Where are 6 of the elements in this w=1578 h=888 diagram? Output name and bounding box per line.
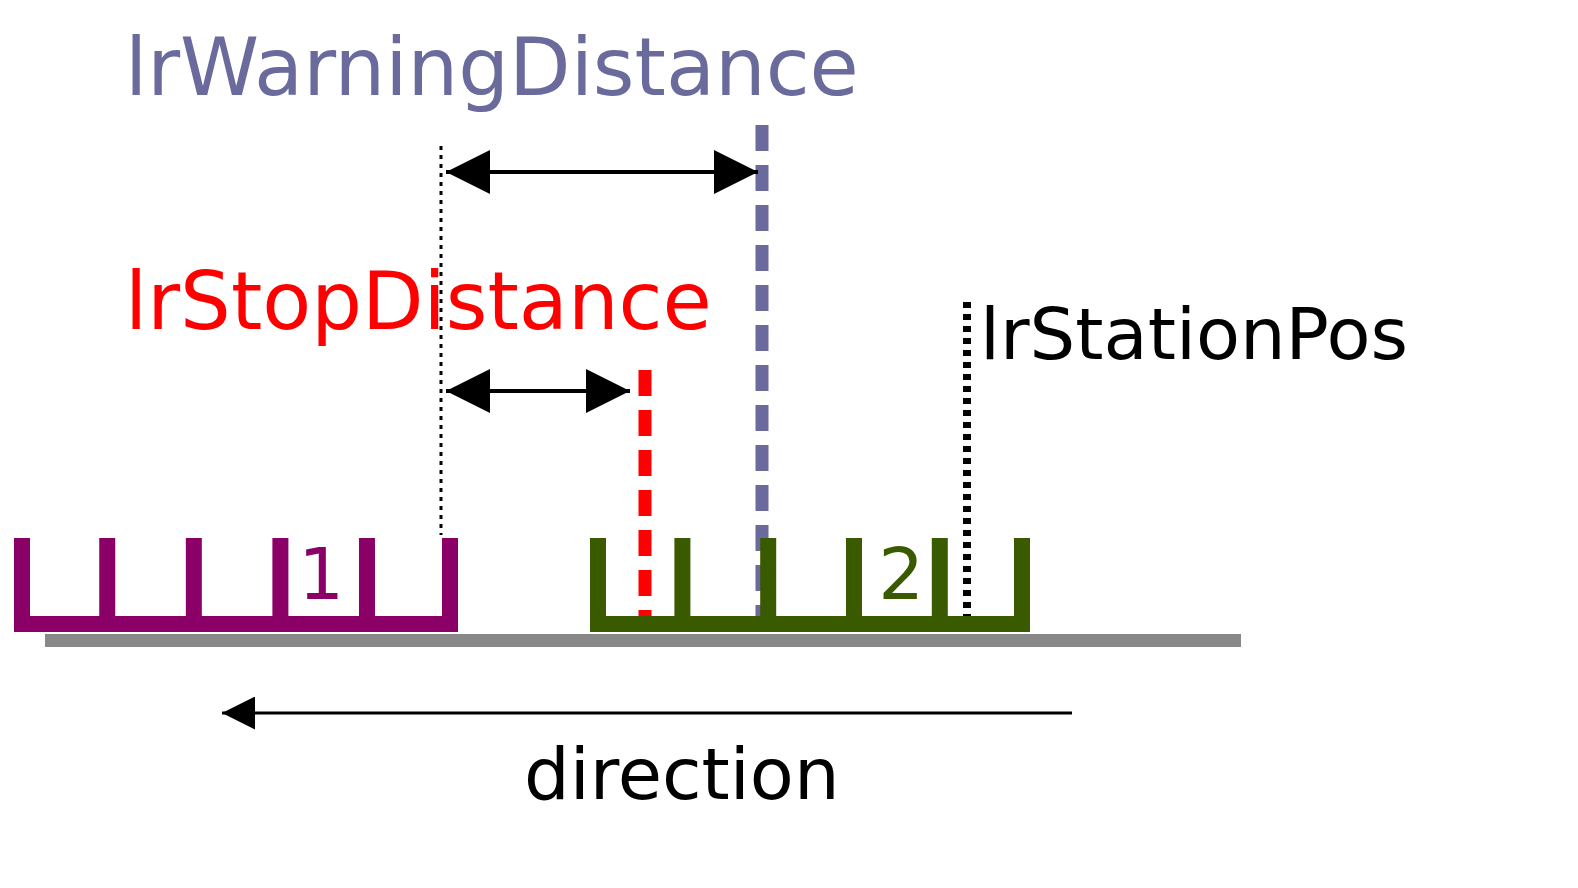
train-number: 1 [298, 538, 345, 610]
train-number: 2 [878, 538, 924, 610]
position-label: lrStationPos [980, 298, 1408, 370]
train-outline [590, 538, 1030, 632]
train-outline [14, 538, 458, 632]
direction-label: direction [524, 738, 840, 810]
